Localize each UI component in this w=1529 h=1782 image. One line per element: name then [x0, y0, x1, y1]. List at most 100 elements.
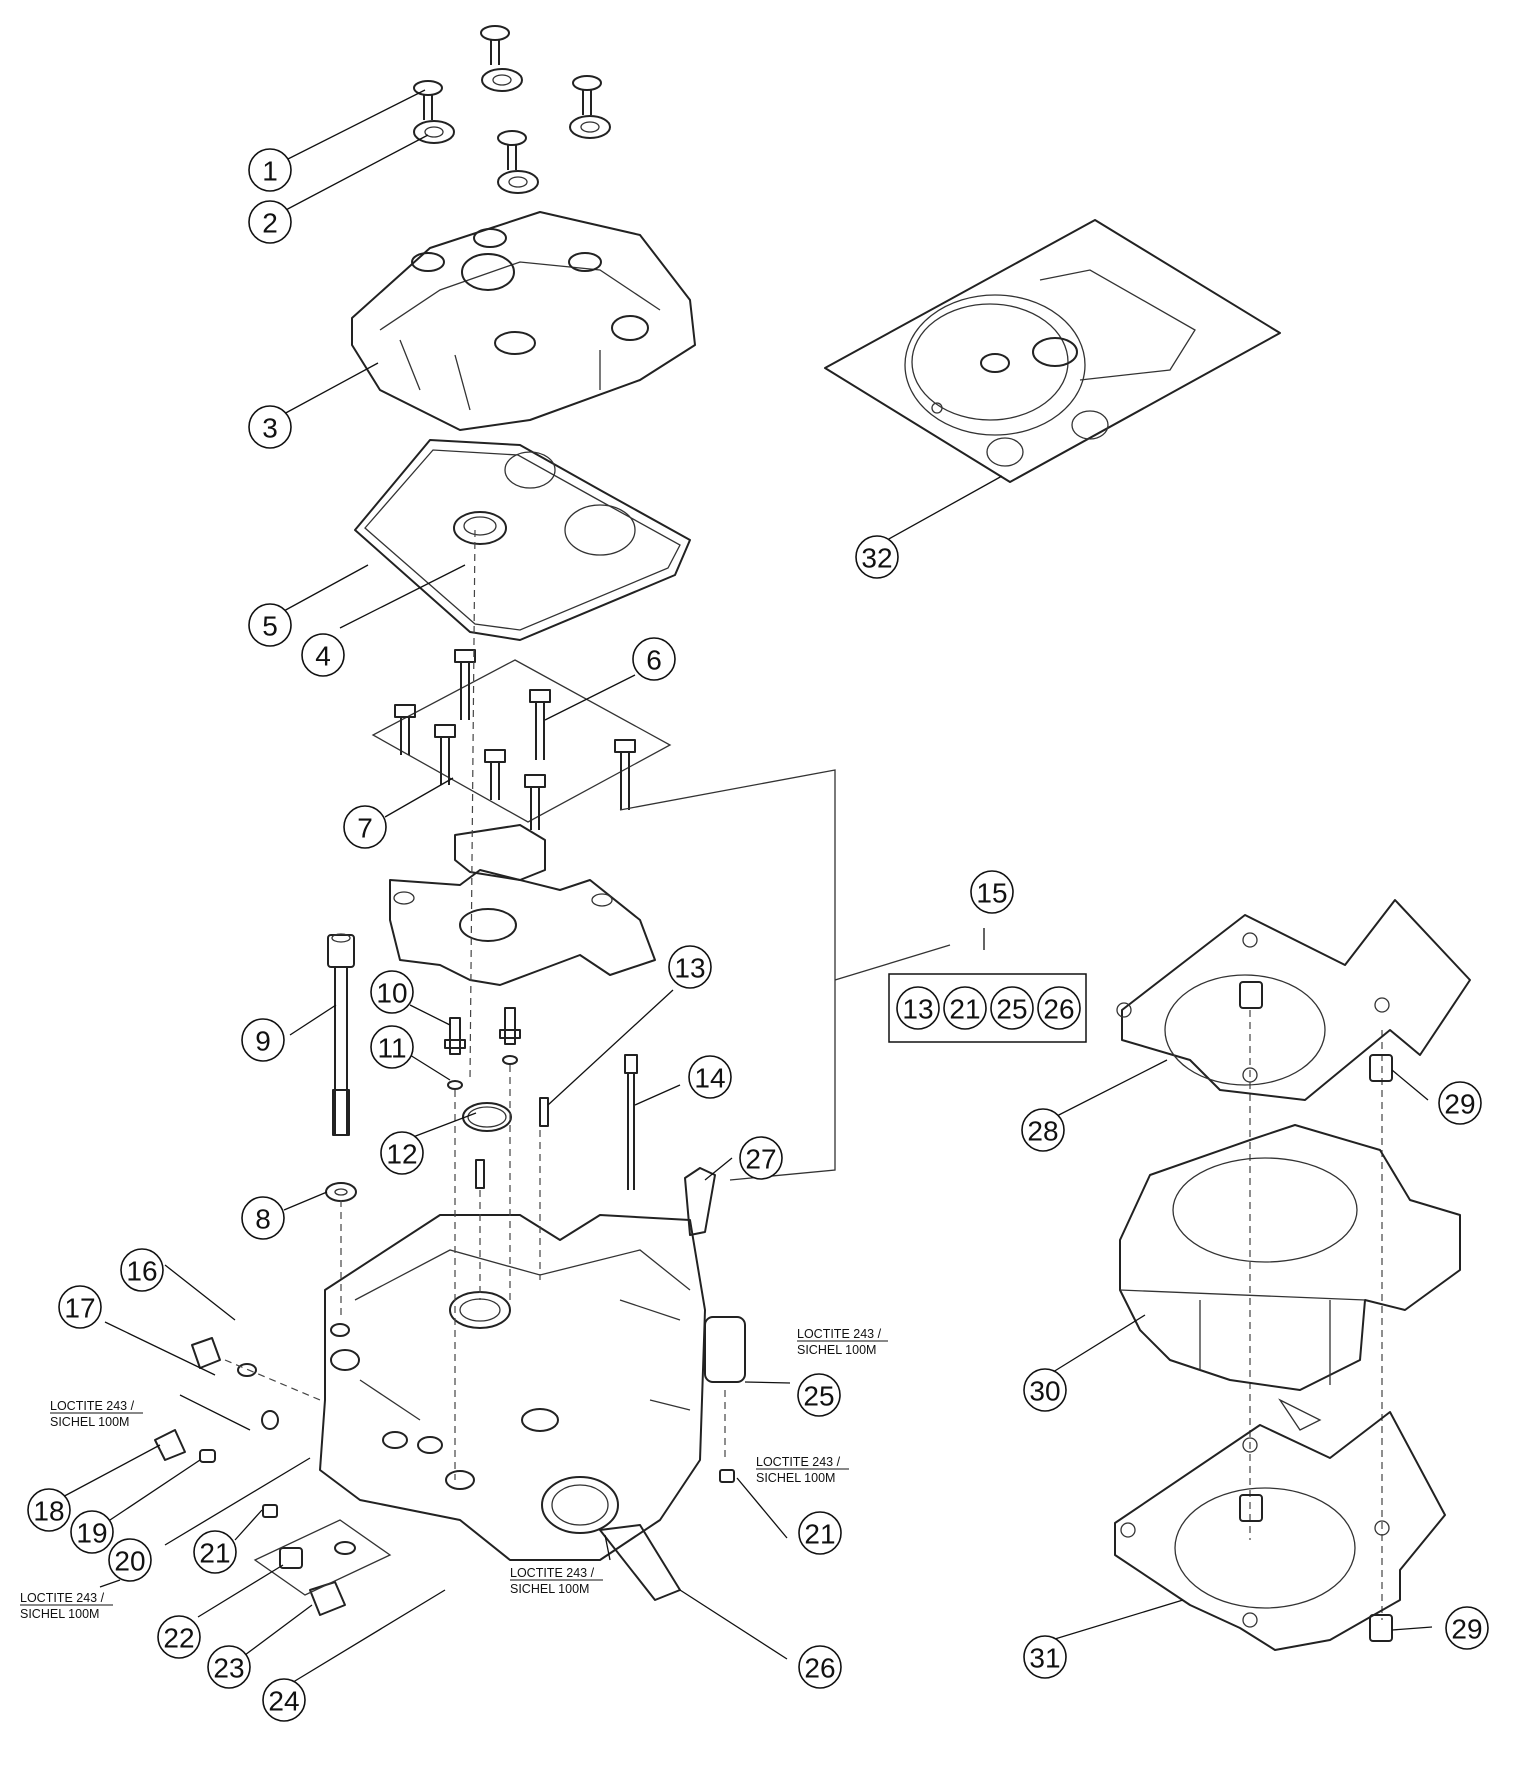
- callout-8: 8: [241, 1196, 285, 1240]
- bolt-washer: [325, 1182, 357, 1202]
- svg-text:29: 29: [1451, 1614, 1482, 1645]
- svg-text:11: 11: [377, 1033, 406, 1064]
- svg-text:23: 23: [213, 1653, 244, 1684]
- svg-text:30: 30: [1029, 1376, 1060, 1407]
- callout-31: 31: [1023, 1635, 1067, 1679]
- svg-text:10: 10: [376, 978, 407, 1009]
- svg-text:SICHEL 100M: SICHEL 100M: [797, 1343, 876, 1357]
- gasket-set: [824, 219, 1281, 483]
- svg-text:27: 27: [745, 1144, 776, 1175]
- threadlock-note: LOCTITE 243 / SICHEL 100M: [510, 1566, 603, 1596]
- svg-text:6: 6: [646, 645, 662, 676]
- callout-22: 22: [157, 1615, 201, 1659]
- leader-lines: [56, 89, 1433, 1688]
- callout-23: 23: [207, 1645, 251, 1689]
- svg-text:32: 32: [861, 543, 892, 574]
- svg-text:17: 17: [64, 1293, 95, 1324]
- callout-25: 25: [797, 1373, 841, 1417]
- callout-4: 4: [301, 633, 345, 677]
- callout-2: 2: [248, 200, 292, 244]
- kit-item: 21: [943, 986, 987, 1030]
- svg-text:LOCTITE 243 /: LOCTITE 243 /: [20, 1591, 105, 1605]
- callout-15: 15: [970, 870, 1014, 914]
- callout-29-top: 29: [1438, 1081, 1482, 1125]
- valve-cover-washers: [413, 68, 611, 194]
- cylinder: [1119, 1124, 1461, 1431]
- svg-text:24: 24: [268, 1686, 299, 1717]
- callout-9: 9: [241, 1018, 285, 1062]
- callout-21-right: 21: [798, 1511, 842, 1555]
- svg-text:13: 13: [674, 953, 705, 984]
- svg-text:29: 29: [1444, 1089, 1475, 1120]
- svg-text:14: 14: [694, 1063, 725, 1094]
- valve-cover-screws: [413, 25, 602, 170]
- svg-text:LOCTITE 243 /: LOCTITE 243 /: [797, 1327, 882, 1341]
- callout-21-left: 21: [193, 1530, 237, 1574]
- svg-text:28: 28: [1027, 1116, 1058, 1147]
- kit-item-label: 26: [1043, 994, 1074, 1025]
- svg-text:8: 8: [255, 1204, 271, 1235]
- callout-16: 16: [120, 1248, 164, 1292]
- kit-item-label: 21: [949, 994, 980, 1025]
- svg-text:19: 19: [76, 1518, 107, 1549]
- svg-text:15: 15: [976, 878, 1007, 909]
- kit-item-label: 13: [902, 994, 933, 1025]
- callouts: 1 2 3 4 5 6 7 8 9 10 11 12 13 14 15 16 1…: [27, 148, 1489, 1722]
- svg-text:26: 26: [804, 1653, 835, 1684]
- svg-text:22: 22: [163, 1623, 194, 1654]
- svg-text:4: 4: [315, 641, 331, 672]
- callout-29-bottom: 29: [1445, 1606, 1489, 1650]
- callout-32: 32: [855, 535, 899, 579]
- svg-text:1: 1: [262, 156, 278, 187]
- svg-text:7: 7: [357, 813, 373, 844]
- svg-text:2: 2: [262, 208, 278, 239]
- callout-10: 10: [370, 970, 414, 1014]
- kit-item: 13: [896, 986, 940, 1030]
- svg-text:LOCTITE 243 /: LOCTITE 243 /: [510, 1566, 595, 1580]
- callout-19: 19: [70, 1510, 114, 1554]
- valve-cover-gasket: [354, 439, 691, 641]
- threadlock-note: LOCTITE 243 / SICHEL 100M: [20, 1591, 113, 1621]
- threadlock-note: LOCTITE 243 / SICHEL 100M: [756, 1455, 849, 1485]
- cylinder-head: [319, 1214, 706, 1561]
- callout-26: 26: [798, 1645, 842, 1689]
- callout-13: 13: [668, 945, 712, 989]
- threadlock-notes: LOCTITE 243 / SICHEL 100M LOCTITE 243 / …: [20, 1327, 888, 1621]
- callout-20: 20: [108, 1538, 152, 1582]
- svg-text:16: 16: [126, 1256, 157, 1287]
- kit-box: 13 21 25 26: [888, 973, 1087, 1043]
- callout-3: 3: [248, 405, 292, 449]
- head-gasket: [1116, 899, 1471, 1101]
- kit-item: 25: [990, 986, 1034, 1030]
- kit-bracket-lines: [619, 769, 951, 1181]
- callout-5: 5: [248, 603, 292, 647]
- svg-text:3: 3: [262, 413, 278, 444]
- svg-text:SICHEL 100M: SICHEL 100M: [756, 1471, 835, 1485]
- threadlock-note: LOCTITE 243 / SICHEL 100M: [797, 1327, 888, 1357]
- callout-30: 30: [1023, 1368, 1067, 1412]
- kit-item-label: 25: [996, 994, 1027, 1025]
- callout-17: 17: [58, 1285, 102, 1329]
- callout-7: 7: [343, 805, 387, 849]
- svg-text:31: 31: [1029, 1643, 1060, 1674]
- svg-text:SICHEL 100M: SICHEL 100M: [20, 1607, 99, 1621]
- callout-12: 12: [380, 1131, 424, 1175]
- svg-text:5: 5: [262, 611, 278, 642]
- callout-24: 24: [262, 1678, 306, 1722]
- camshaft-bridge: [389, 824, 656, 986]
- kit-item: 26: [1037, 986, 1081, 1030]
- left-fittings: [154, 1316, 746, 1616]
- small-studs-pins: [444, 1007, 716, 1236]
- callout-1: 1: [248, 148, 292, 192]
- camshaft-bridge-bolts: [371, 649, 672, 830]
- callout-6: 6: [632, 637, 676, 681]
- callout-18: 18: [27, 1488, 71, 1532]
- threadlock-note: LOCTITE 243 / SICHEL 100M: [50, 1399, 143, 1429]
- cylinder-head-bolt: [327, 933, 355, 1136]
- valve-cover: [351, 211, 696, 431]
- assembly-guides: [224, 529, 1383, 1620]
- svg-text:18: 18: [33, 1496, 64, 1527]
- callout-14: 14: [688, 1055, 732, 1099]
- svg-text:LOCTITE 243 /: LOCTITE 243 /: [756, 1455, 841, 1469]
